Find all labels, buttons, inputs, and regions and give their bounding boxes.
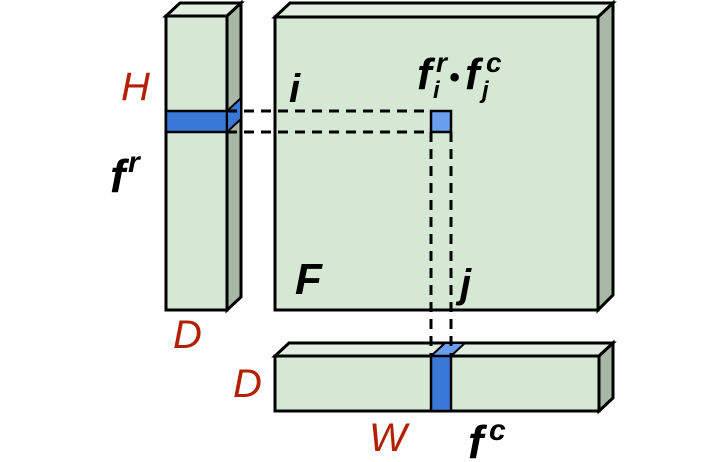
col-bar-side [597, 339, 615, 415]
product-right-sup: c [486, 47, 502, 78]
matrix-side [596, 0, 615, 314]
col-bar-highlight [429, 354, 453, 413]
matrix-F-slab [271, 0, 617, 314]
column-feature-bar [271, 339, 617, 415]
row-depth-label: D [173, 313, 202, 357]
col-vector-label: f [468, 416, 488, 462]
row-vector-label: f [110, 150, 130, 202]
col-width-label: W [369, 416, 410, 460]
product-dot: • [449, 61, 460, 94]
col-depth-label: D [233, 362, 262, 406]
col-index-label: j [455, 262, 472, 306]
row-vector-base: f [110, 150, 130, 202]
projection-lines [227, 109, 453, 356]
row-bar-highlight [164, 109, 229, 134]
product-right-sub: j [479, 77, 490, 104]
dot-product-label: f r i • f c j [417, 47, 502, 104]
row-bar-highlight-side [226, 95, 242, 135]
matrix-front [273, 15, 600, 312]
matrix-top [271, 1, 617, 19]
product-left-sub: i [433, 77, 441, 104]
product-right-base: f [465, 50, 484, 99]
matrix-label: F [295, 255, 323, 304]
row-height-label: H [121, 65, 150, 109]
row-index-label: i [289, 67, 301, 111]
row-bar-side [225, 0, 243, 314]
product-left-sup: r [436, 47, 449, 78]
product-left-base: f [417, 50, 436, 99]
row-vector-sup: r [128, 146, 142, 179]
row-bar-front [164, 14, 229, 312]
col-vector-sup: c [489, 414, 506, 447]
matrix-cell-ij [429, 109, 453, 134]
row-feature-bar [162, 0, 245, 314]
